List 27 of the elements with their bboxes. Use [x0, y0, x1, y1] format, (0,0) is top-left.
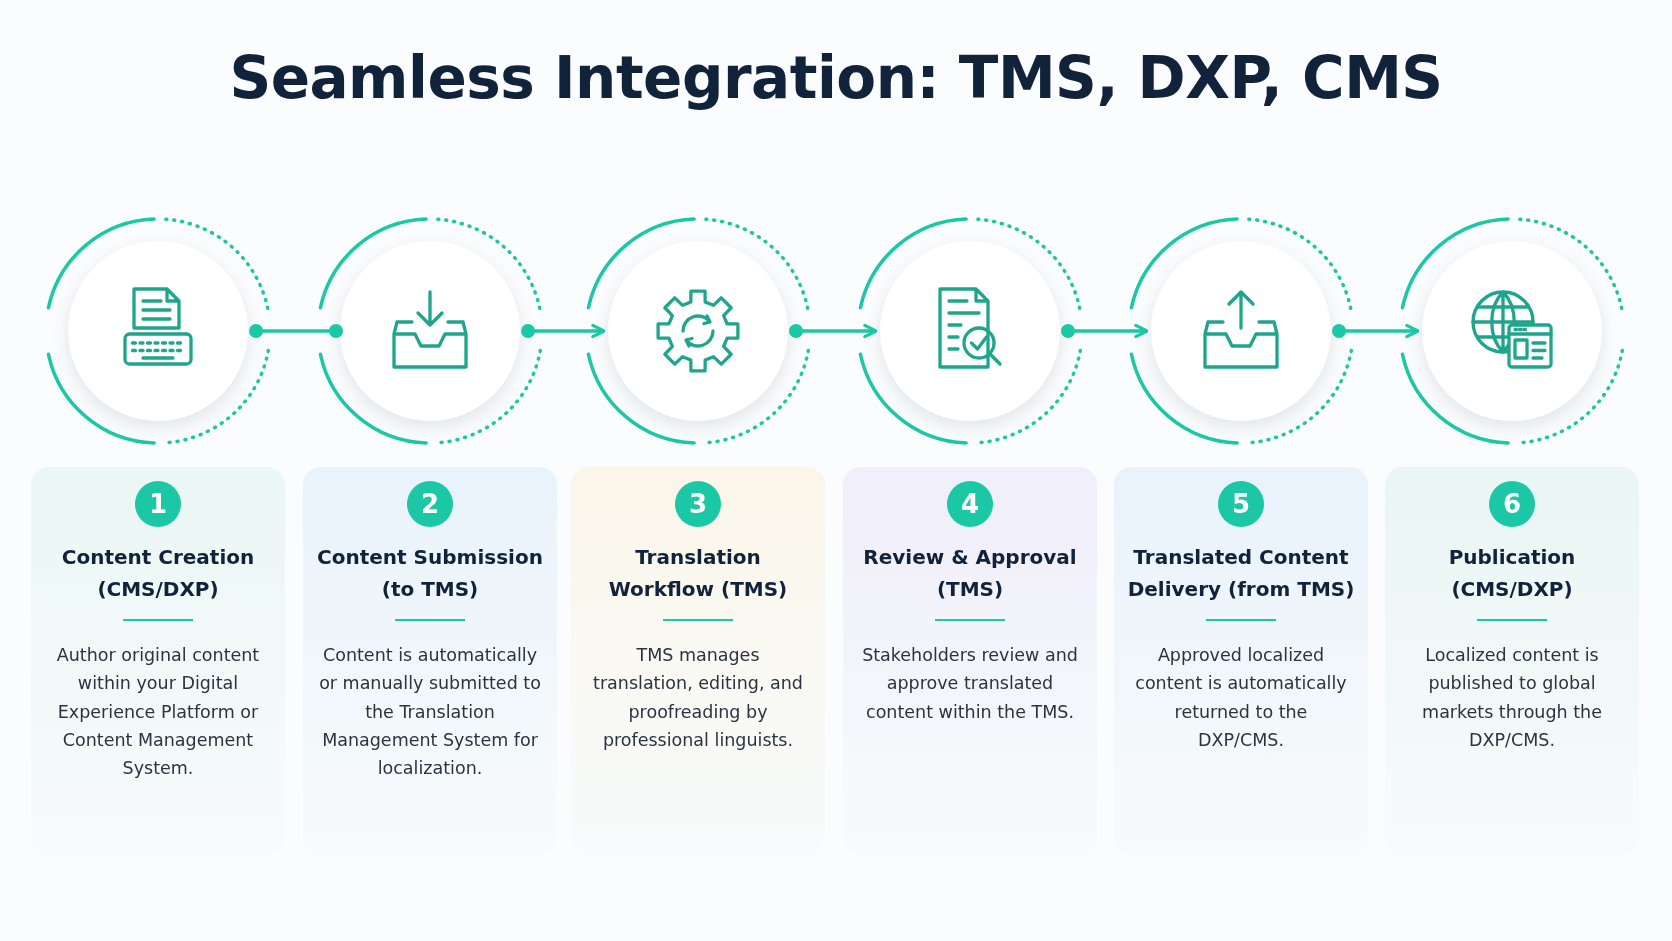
step-card — [1114, 467, 1368, 855]
step-description: TMS manages translation, editing, and proofreading by professional linguists. — [592, 644, 804, 753]
step-card — [303, 467, 557, 855]
step-title: Translation Workflow (TMS) — [607, 544, 789, 603]
step-number: 4 — [947, 481, 993, 527]
connector-arrow — [1332, 323, 1420, 339]
step-card — [1385, 467, 1639, 855]
step-number: 6 — [1489, 481, 1535, 527]
step-title: Translated Content Delivery (from TMS) — [1126, 544, 1356, 603]
step-card — [31, 467, 285, 855]
step-number: 5 — [1218, 481, 1264, 527]
step-description: Stakeholders review and approve translated content within the TMS. — [861, 644, 1079, 724]
step-number: 2 — [407, 481, 453, 527]
step-description: Localized content is published to global markets through the DXP/CMS. — [1421, 644, 1603, 753]
step-description: Author original content within your Digital Experience Platform or Content Management System. — [55, 644, 261, 781]
step-title: Publication (CMS/DXP) — [1447, 544, 1577, 603]
step-description: Approved localized content is automatically returned to the DXP/CMS. — [1134, 644, 1348, 753]
title: Seamless Integration: TMS, DXP, CMS — [229, 44, 1443, 112]
step-title: Content Submission (to TMS) — [316, 544, 544, 603]
connector-arrow — [521, 323, 606, 339]
connector-arrow — [1061, 323, 1149, 339]
connector-arrow — [789, 323, 878, 339]
step-title: Review & Approval (TMS) — [862, 544, 1078, 603]
step-description: Content is automatically or manually submitted to the Translation Management System for localization. — [318, 644, 542, 781]
step-title: Content Creation (CMS/DXP) — [60, 544, 256, 603]
step-number: 1 — [135, 481, 181, 527]
step-number: 3 — [675, 481, 721, 527]
